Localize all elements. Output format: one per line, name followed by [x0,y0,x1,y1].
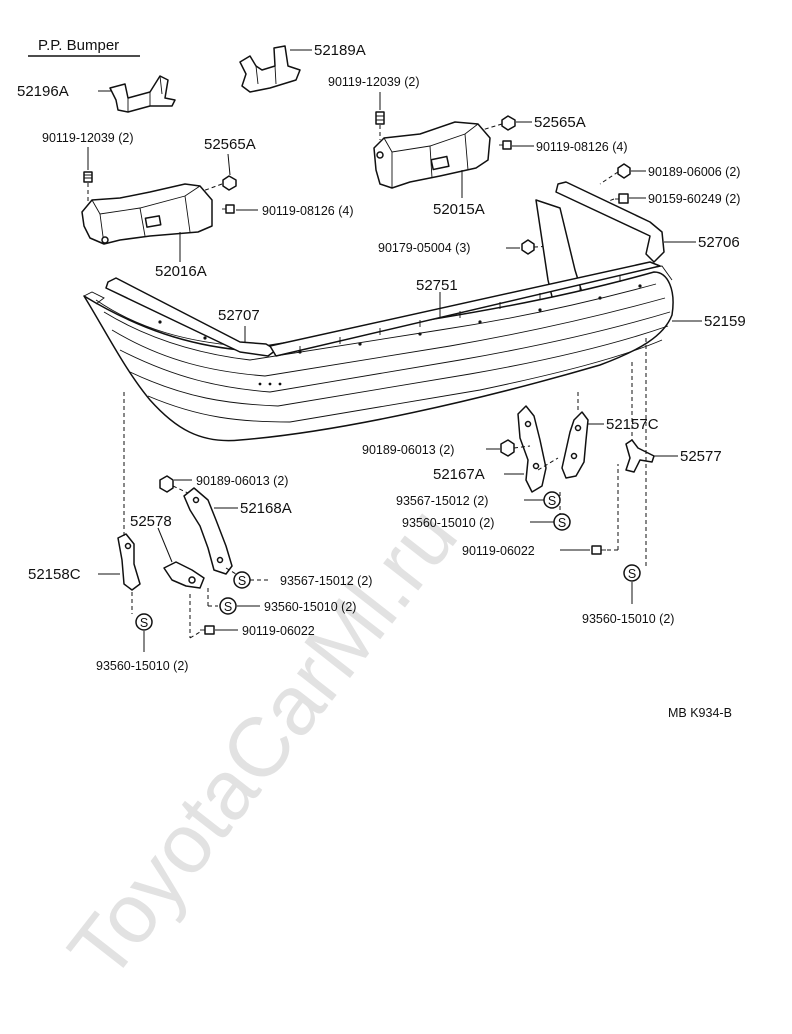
label-93560-15010-left: 93560-15010 (2) [264,600,356,614]
label-90189-06013-left: 90189-06013 (2) [196,474,288,488]
svg-text:S: S [238,574,246,588]
label-90159-60249: 90159-60249 (2) [648,192,740,206]
watermark-text: ToyotaCarMl.ru [50,489,475,996]
bracket-52015a [373,121,491,189]
screw-90159-60249 [615,193,629,204]
svg-text:S: S [558,516,566,530]
label-52706: 52706 [698,234,740,251]
label-90119-12039-left: 90119-12039 (2) [42,131,134,145]
bracket-52577 [625,439,655,473]
bracket-52157c [561,411,589,479]
clip-90189-06013-right [500,439,515,457]
svg-text:S: S [628,567,636,581]
label-90189-06013-right: 90189-06013 (2) [362,443,454,457]
bracket-52189a [239,45,301,93]
bumper-cover-52159 [83,199,674,442]
bolt-90119-12039-left [83,171,93,183]
label-52168a: 52168A [240,500,292,517]
label-52157c: 52157C [606,416,659,433]
label-90119-08126-center: 90119-08126 (4) [536,140,628,154]
nut-52565a-left [222,175,237,191]
label-93567-15012-right: 93567-15012 (2) [396,494,488,508]
label-52167a: 52167A [433,466,485,483]
label-52578: 52578 [130,513,172,530]
label-52159: 52159 [704,313,746,330]
label-52707: 52707 [218,307,260,324]
diagram-title: P.P. Bumper [38,37,119,54]
label-90119-12039-center: 90119-12039 (2) [328,75,420,89]
bracket-52158c [117,533,141,591]
svg-text:S: S [140,616,148,630]
label-52751: 52751 [416,277,458,294]
bolt-90119-06022-left [200,625,215,635]
bracket-52016a [81,183,213,245]
bracket-52578 [163,561,205,589]
retainer-52751 [269,261,661,357]
bracket-52196a [109,75,176,113]
label-90119-08126-left: 90119-08126 (4) [262,204,354,218]
clip-90189-06006 [617,163,631,179]
label-90119-06022-right: 90119-06022 [462,544,535,558]
nut-52565a-center [501,115,516,131]
stamp-93560-15010-right: S [553,513,571,531]
retainer-52706 [555,181,665,263]
label-52565a-left: 52565A [204,136,256,153]
label-52158c: 52158C [28,566,81,583]
bracket-52168a [183,487,233,575]
label-93560-15010-lowerleft: 93560-15010 (2) [96,659,188,673]
label-52015a: 52015A [433,201,485,218]
bolt-90119-06022-right [591,545,606,555]
stamp-93560-15010-farright: S [623,564,641,582]
label-93560-15010-right: 93560-15010 (2) [402,516,494,530]
bolt-90119-08126-center [499,140,512,150]
label-52016a: 52016A [155,263,207,280]
label-52196a: 52196A [17,83,69,100]
label-90179-05004: 90179-05004 (3) [378,241,470,255]
label-52565a-center: 52565A [534,114,586,131]
svg-text:S: S [548,494,556,508]
label-90189-06006: 90189-06006 (2) [648,165,740,179]
bracket-52167a [517,405,547,493]
stamp-93560-15010-lowerleft: S [135,613,153,631]
svg-text:S: S [224,600,232,614]
stamp-93567-15012-right: S [543,491,561,509]
bolt-90119-08126-left [222,204,235,214]
label-52577: 52577 [680,448,722,465]
nut-90179-05004 [521,239,535,255]
label-93560-15010-farright: 93560-15010 (2) [582,612,674,626]
stamp-93560-15010-left: S [219,597,237,615]
label-90119-06022-left: 90119-06022 [242,624,315,638]
label-93567-15012-left: 93567-15012 (2) [280,574,372,588]
clip-90189-06013-left [159,475,174,493]
label-52189a: 52189A [314,42,366,59]
stamp-93567-15012-left: S [233,571,251,589]
bolt-90119-12039-center [375,111,385,125]
figure-code: MB K934-B [668,706,732,720]
